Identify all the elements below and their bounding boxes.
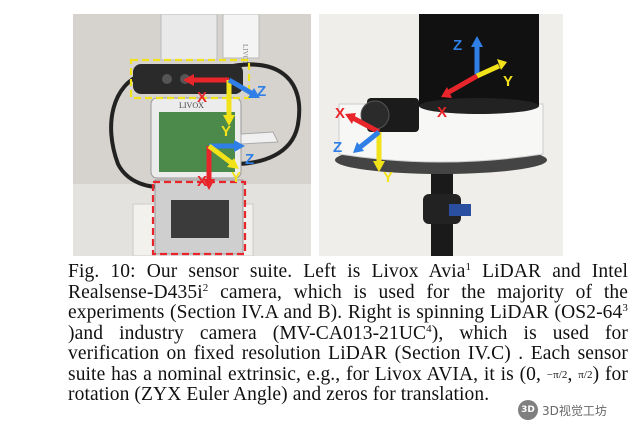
caption-text-4: )and industry camera (MV-CA013-21UC [68, 322, 427, 344]
svg-text:LIVOX: LIVOX [241, 44, 249, 66]
footnote-4: 4 [426, 322, 432, 335]
left-photo-illustration: LIVOX LIVOX [73, 14, 311, 256]
axis-label-x-lidar: X [437, 104, 447, 121]
watermark: 3D 3D视觉工坊 [514, 396, 636, 424]
fraction-pi-half: π/2 [578, 368, 593, 381]
footnote-1: 1 [465, 261, 472, 273]
axis-label-x-upper: X [197, 89, 207, 106]
axis-label-x-lower: X [197, 173, 207, 190]
watermark-logo-icon: 3D [518, 400, 538, 420]
right-photo-illustration: X Y Z X Y Z [319, 14, 563, 256]
right-photo: X Y Z X Y Z [319, 14, 563, 256]
caption-text-6: ) [592, 363, 600, 385]
axis-label-z-upper: Z [257, 83, 266, 100]
watermark-text: 3D视觉工坊 [542, 403, 607, 418]
axis-label-y-lower: Y [231, 169, 241, 186]
axis-label-y-upper: Y [221, 123, 231, 140]
device-label: LIVOX [179, 101, 204, 110]
axis-label-z-lidar: Z [453, 37, 462, 54]
axis-label-x-camera: X [335, 105, 345, 122]
fraction-neg-pi-half: −π/2 [546, 368, 568, 381]
caption-paragraph: Fig. 10: Our sensor suite. Left is Livox… [68, 261, 629, 406]
footnote-2: 2 [202, 281, 209, 294]
axis-label-y-lidar: Y [503, 73, 513, 90]
footnote-3: 3 [622, 302, 628, 314]
axis-label-z-lower: Z [245, 151, 254, 168]
caption-text-3: camera, which is used for the majority o… [68, 281, 628, 323]
caption-text-2: LiDAR and Intel Realsense-D435i [68, 261, 629, 303]
caption-prefix: Fig. 10: [68, 261, 136, 282]
axis-label-z-camera: Z [333, 139, 342, 156]
caption-text-5: ), which is used for verification on fix… [68, 322, 628, 385]
figure-caption: Fig. 10: Our sensor suite. Left is Livox… [68, 261, 629, 406]
caption-text-7: for rotation (ZYX Euler Angle) and zeros… [68, 363, 628, 405]
axis-label-y-camera: Y [383, 169, 393, 186]
figure: LIVOX LIVOX [73, 14, 563, 256]
caption-text-1: Our sensor suite. Left is Livox Avia [146, 261, 466, 282]
left-photo: LIVOX LIVOX [73, 14, 311, 256]
caption-comma: , [567, 363, 579, 385]
